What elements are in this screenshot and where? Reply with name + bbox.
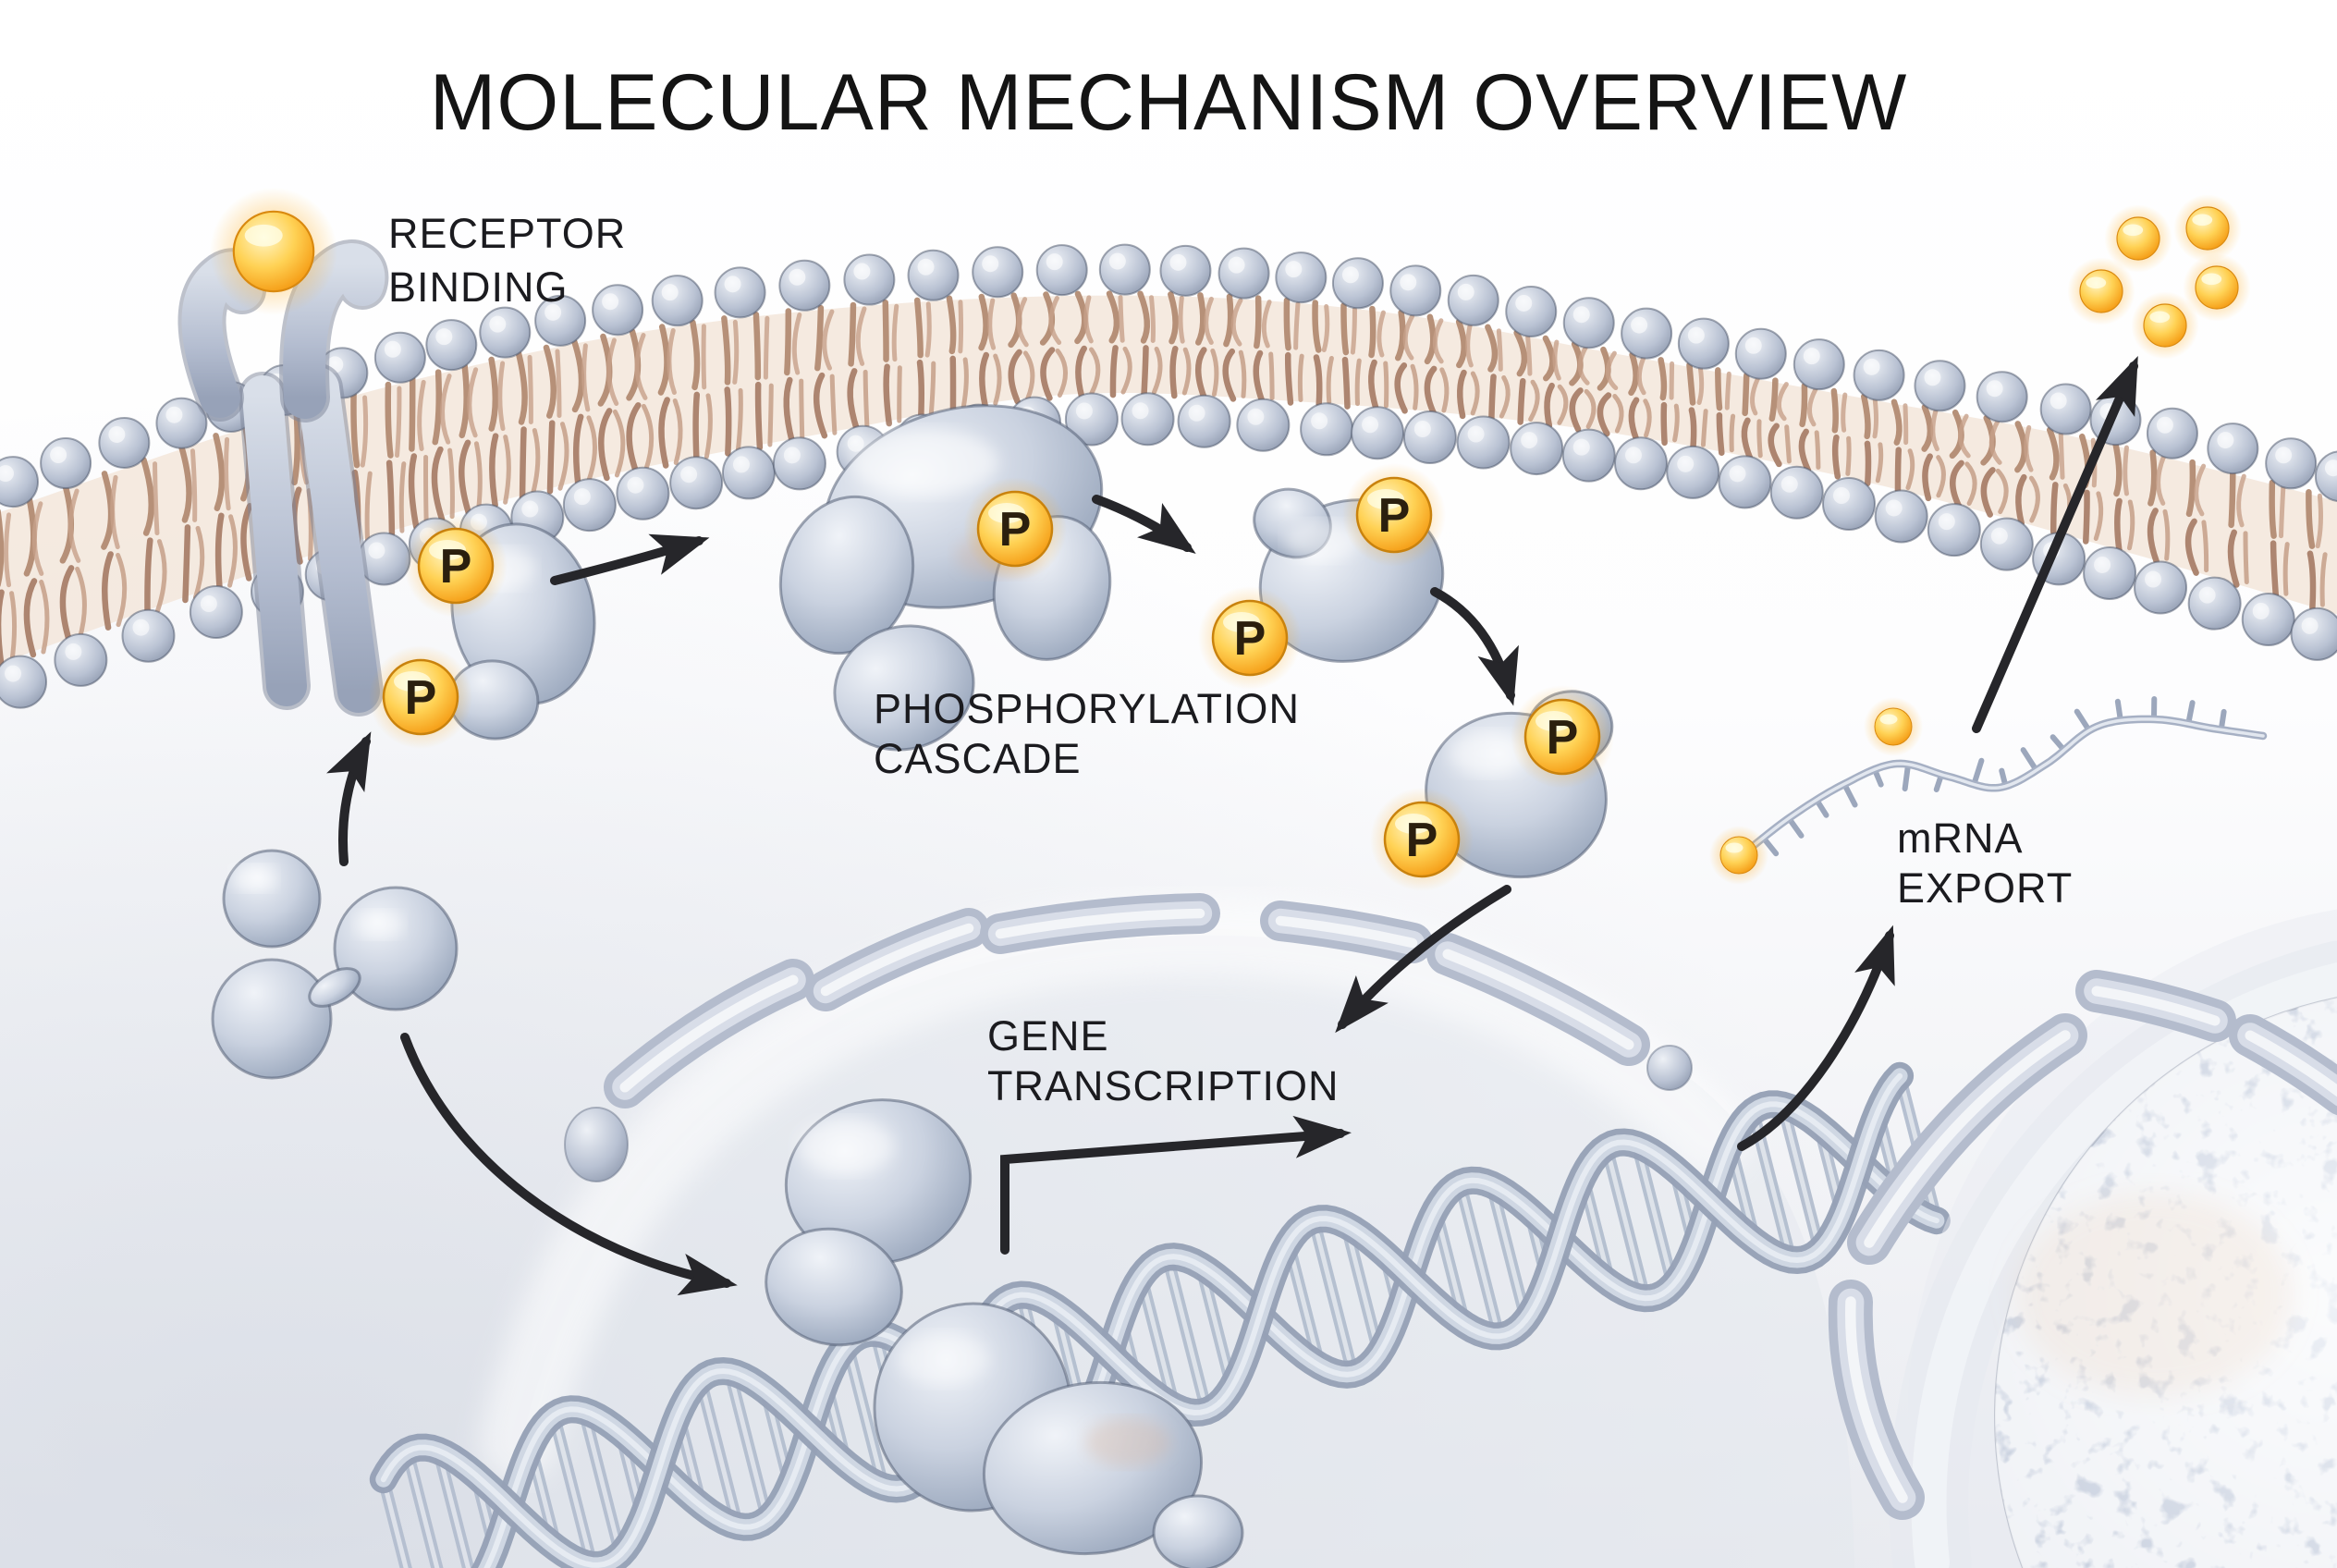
phosphate-badge	[402, 512, 509, 619]
label-mrna-export-line2: EXPORT	[1897, 864, 2073, 912]
phosphate-badge	[961, 475, 1069, 582]
phosphate-badge	[1368, 786, 1475, 893]
signaling-dimer	[211, 849, 459, 1080]
dna-double-helix	[369, 1061, 1951, 1568]
label-gene-transcription-line2: TRANSCRIPTION	[987, 1062, 1340, 1109]
arrow-to-gene-transcription	[1335, 885, 1511, 1034]
mrna-cap-sphere	[1708, 825, 1769, 886]
label-gene-transcription-line1: GENE	[987, 1012, 1109, 1060]
secreted-molecule	[2172, 193, 2243, 263]
phosphate-badge	[1340, 461, 1448, 569]
arrow-cascade-2	[1430, 587, 1519, 706]
nuclear-envelope-segments-right	[1828, 970, 2337, 1520]
phosphate-badge	[1509, 683, 1616, 790]
arrow-secretion	[1972, 355, 2138, 733]
label-phosphorylation-line2: CASCADE	[874, 735, 1082, 782]
page-title: MOLECULAR MECHANISM OVERVIEW	[430, 58, 1908, 147]
label-phosphorylation-line1: PHOSPHORYLATION	[874, 685, 1300, 732]
arrow-dimer-to-dna	[400, 1033, 738, 1296]
arrow-receptor-to-kinase	[550, 533, 710, 585]
labels: MOLECULAR MECHANISM OVERVIEW RECEPTOR BI…	[388, 58, 2073, 1109]
secreted-molecule	[2130, 290, 2200, 361]
arrow-cascade-1	[1092, 495, 1196, 555]
arrow-dimer-to-receptor	[326, 731, 372, 866]
nucleolus	[1828, 909, 2337, 1568]
phosphate-badge	[1196, 584, 1303, 692]
membrane-receptor	[177, 186, 389, 717]
flow-arrows	[326, 355, 2138, 1296]
label-mrna-export-line1: mRNA	[1897, 815, 2024, 862]
mrna-strand	[1708, 695, 2268, 886]
phosphate-badge	[367, 643, 474, 751]
mrna-backbone	[1731, 715, 2268, 864]
ligand-sphere	[208, 186, 339, 317]
arrow-mrna-export	[1737, 925, 1895, 1151]
label-receptor-binding-line2: BINDING	[388, 263, 569, 311]
mrna-cap-sphere	[1863, 696, 1924, 757]
nuclear-envelope-segments	[564, 893, 1693, 1182]
label-receptor-binding-line1: RECEPTOR	[388, 210, 626, 257]
arrow-transcription-start	[1000, 1115, 1352, 1255]
transcription-factor-complex	[765, 1098, 1244, 1568]
secreted-molecule	[2066, 256, 2136, 326]
